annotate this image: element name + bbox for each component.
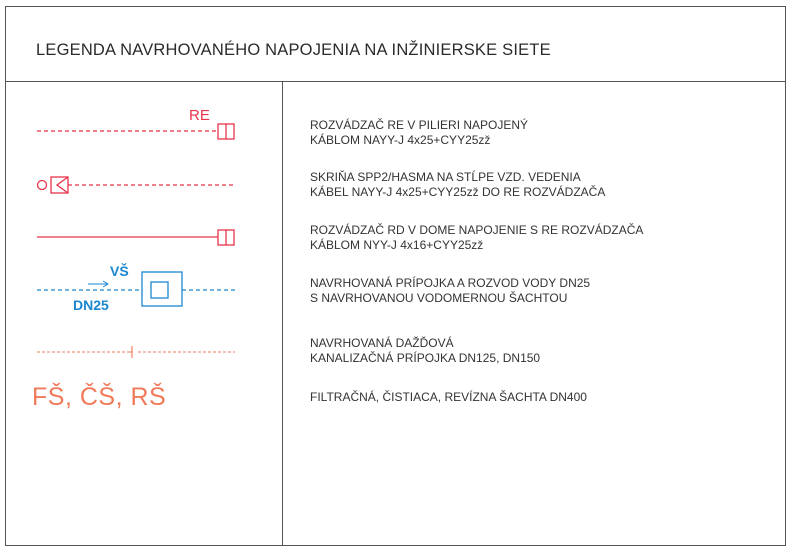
legend-item-line1: ROZVÁDZAČ RD V DOME NAPOJENIE S RE ROZVÁ…: [310, 223, 644, 237]
legend-item-line1: FILTRAČNÁ, ČISTIACA, REVÍZNA ŠACHTA DN40…: [310, 390, 587, 404]
legend-frame: LEGENDA NAVRHOVANÉHO NAPOJENIA NA INŽINI…: [5, 6, 786, 546]
legend-item-line2: S NAVRHOVANOU VODOMERNOU ŠACHTOU: [310, 291, 568, 305]
symbol-re-pillar: RE: [37, 107, 235, 140]
legend-item-line1: NAVRHOVANÁ PRÍPOJKA A ROZVOD VODY DN25: [310, 276, 591, 290]
legend-item-shafts: FILTRAČNÁ, ČISTIACA, REVÍZNA ŠACHTA DN40…: [310, 390, 587, 405]
legend-item-spp2-cabinet: SKRIŇA SPP2/HASMA NA STĹPE VZD. VEDENIA …: [310, 170, 605, 200]
re-label: RE: [189, 107, 210, 124]
legend-item-storm-drain: NAVRHOVANÁ DAŽĎOVÁ KANALIZAČNÁ PRÍPOJKA …: [310, 336, 540, 366]
legend-item-line1: NAVRHOVANÁ DAŽĎOVÁ: [310, 336, 454, 350]
legend-item-line2: KÁBLOM NAYY-J 4x25+CYY25zž: [310, 133, 491, 147]
legend-item-line1: ROZVÁDZAČ RE V PILIERI NAPOJENÝ: [310, 118, 529, 132]
legend-item-rd-house: ROZVÁDZAČ RD V DOME NAPOJENIE S RE ROZVÁ…: [310, 223, 643, 253]
legend-item-line1: SKRIŇA SPP2/HASMA NA STĹPE VZD. VEDENIA: [310, 170, 581, 184]
legend-item-re-pillar: ROZVÁDZAČ RE V PILIERI NAPOJENÝ KÁBLOM N…: [310, 118, 528, 148]
legend-item-line2: KANALIZAČNÁ PRÍPOJKA DN125, DN150: [310, 351, 541, 365]
shaft-codes-label: FŠ, ČŠ, RŠ: [32, 383, 167, 411]
vs-label: VŠ: [110, 262, 129, 279]
symbol-storm-drain: [37, 346, 235, 358]
symbol-water-connection: VŠ DN25: [37, 262, 235, 313]
legend-title: LEGENDA NAVRHOVANÉHO NAPOJENIA NA INŽINI…: [36, 41, 551, 59]
dn25-label: DN25: [73, 297, 109, 313]
symbol-rd-house: [37, 229, 235, 246]
legend-header: LEGENDA NAVRHOVANÉHO NAPOJENIA NA INŽINI…: [6, 7, 785, 82]
legend-item-line2: KÁBLOM NYY-J 4x16+CYY25zž: [310, 238, 484, 252]
legend-item-water: NAVRHOVANÁ PRÍPOJKA A ROZVOD VODY DN25 S…: [310, 276, 590, 306]
legend-item-line2: KÁBEL NAYY-J 4x25+CYY25zž DO RE ROZVÁDZA…: [310, 185, 606, 199]
symbol-spp2-cabinet: [36, 176, 235, 194]
column-divider: [282, 82, 283, 545]
